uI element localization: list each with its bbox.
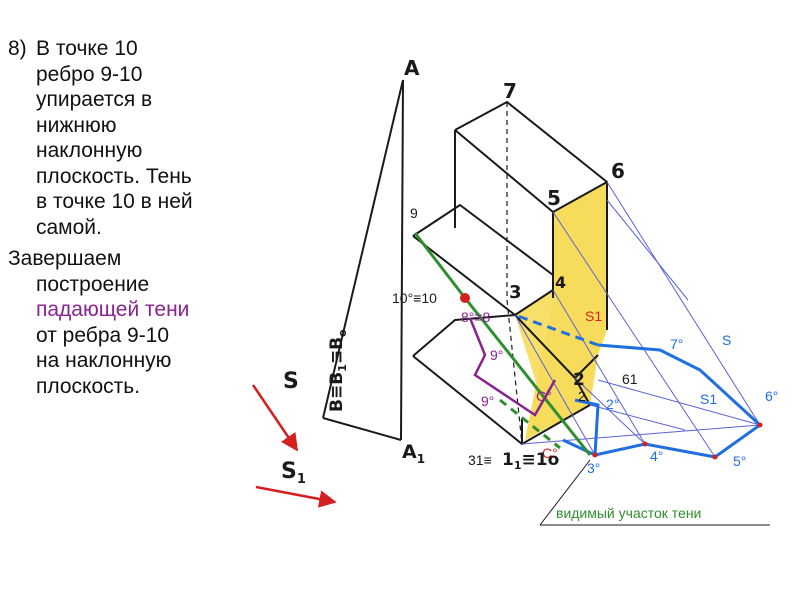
visible-shadow-caption: видимый участок тени — [556, 505, 701, 521]
label-8o: 8°≡8 — [461, 309, 491, 325]
ray — [552, 289, 646, 445]
label-Co-lower: C° — [542, 445, 558, 461]
label-3: 3 — [509, 282, 522, 303]
edge — [412, 204, 554, 276]
top-face — [454, 101, 608, 213]
label-9o: 9° — [490, 347, 503, 363]
shadow-edge — [574, 398, 600, 456]
label-A1: A1 — [402, 441, 425, 466]
ray — [606, 181, 761, 426]
label-2-small: 2 — [578, 388, 586, 404]
label-S1-blue: S1 — [700, 391, 717, 407]
label-2o: 2° — [606, 396, 619, 412]
shaded-face-lower — [515, 290, 575, 395]
conclusion-line: построение — [36, 272, 150, 296]
conclusion-line: плоскость. — [36, 374, 141, 398]
arrow-s-icon — [251, 384, 299, 452]
red-mark — [757, 422, 763, 428]
light-triangle — [322, 79, 404, 441]
label-S1-red: S1 — [585, 308, 602, 324]
label-7: 7 — [503, 79, 517, 103]
caption-leader — [539, 459, 591, 526]
step-line: плоскость. Тень — [36, 164, 192, 188]
red-mark — [712, 454, 718, 460]
step-line: нижнюю — [36, 113, 117, 137]
label-61: 61 — [622, 371, 638, 387]
conclusion-line: на наклонную — [36, 349, 172, 372]
conclusion-paragraph: Завершаем построение падающей тени от ре… — [8, 246, 248, 399]
step-line: наклонную — [36, 139, 143, 162]
label-9: 9 — [410, 205, 418, 221]
ray — [521, 424, 761, 445]
label-2: 2 — [573, 370, 585, 390]
label-9o-lower: 9° — [481, 393, 494, 409]
point-10-icon — [460, 293, 470, 303]
triangle-hypotenuse — [322, 79, 404, 419]
hidden-edges — [506, 102, 523, 445]
edge — [412, 235, 516, 316]
conclusion-line: от ребра 9-10 — [36, 323, 170, 347]
label-4: 4 — [555, 273, 566, 292]
triangle-base — [322, 417, 402, 441]
red-marks — [592, 422, 763, 460]
step-line: самой. — [36, 215, 102, 239]
label-5: 5 — [547, 186, 561, 210]
conclusion-line: Завершаем — [8, 247, 122, 270]
label-S: S — [283, 369, 299, 394]
ray — [589, 404, 686, 431]
shadow-outline — [562, 343, 763, 459]
hidden-edge — [506, 299, 523, 445]
label-4o: 4° — [650, 448, 663, 464]
triangle-vertical-edge — [400, 79, 404, 441]
text-panel: 8) В точке 10 ребро 9-10 упирается в ниж… — [8, 36, 248, 405]
label-5o: 5° — [733, 453, 746, 469]
step-line: В точке 10 — [36, 37, 138, 60]
ray — [606, 199, 689, 301]
label-B-equality: B≡B1≡Bo — [327, 329, 349, 412]
step-line: упирается в — [36, 88, 153, 111]
label-10: 10°≡10 — [392, 290, 437, 306]
edge — [574, 377, 591, 406]
label-Co: C° — [536, 388, 552, 404]
step-line: ребро 9-10 — [36, 62, 143, 86]
arrow-s1-icon — [255, 485, 337, 508]
label-S1: S1 — [281, 459, 306, 487]
step-number: 8) — [8, 37, 27, 60]
purple-construction — [468, 317, 557, 417]
label-31: 31≡ — [468, 452, 492, 468]
step-paragraph: 8) В точке 10 ребро 9-10 упирается в ниж… — [8, 36, 248, 240]
ray — [514, 314, 596, 456]
label-6: 6 — [611, 159, 625, 183]
label-A: A — [404, 56, 420, 80]
red-mark — [642, 441, 648, 447]
label-7o: 7° — [670, 336, 683, 352]
label-S-blue: S — [722, 332, 731, 348]
label-6o: 6° — [765, 388, 778, 404]
label-3o: 3° — [587, 460, 600, 476]
ray — [597, 379, 761, 426]
edge — [412, 314, 516, 357]
light-rays — [514, 181, 761, 458]
conclusion-highlight: падающей тени — [36, 298, 190, 321]
label-1: 11≡1o — [502, 450, 559, 472]
ray — [552, 211, 716, 458]
red-mark — [592, 452, 598, 458]
step-line: в точке 10 в ней — [36, 190, 193, 213]
ray — [574, 377, 646, 445]
